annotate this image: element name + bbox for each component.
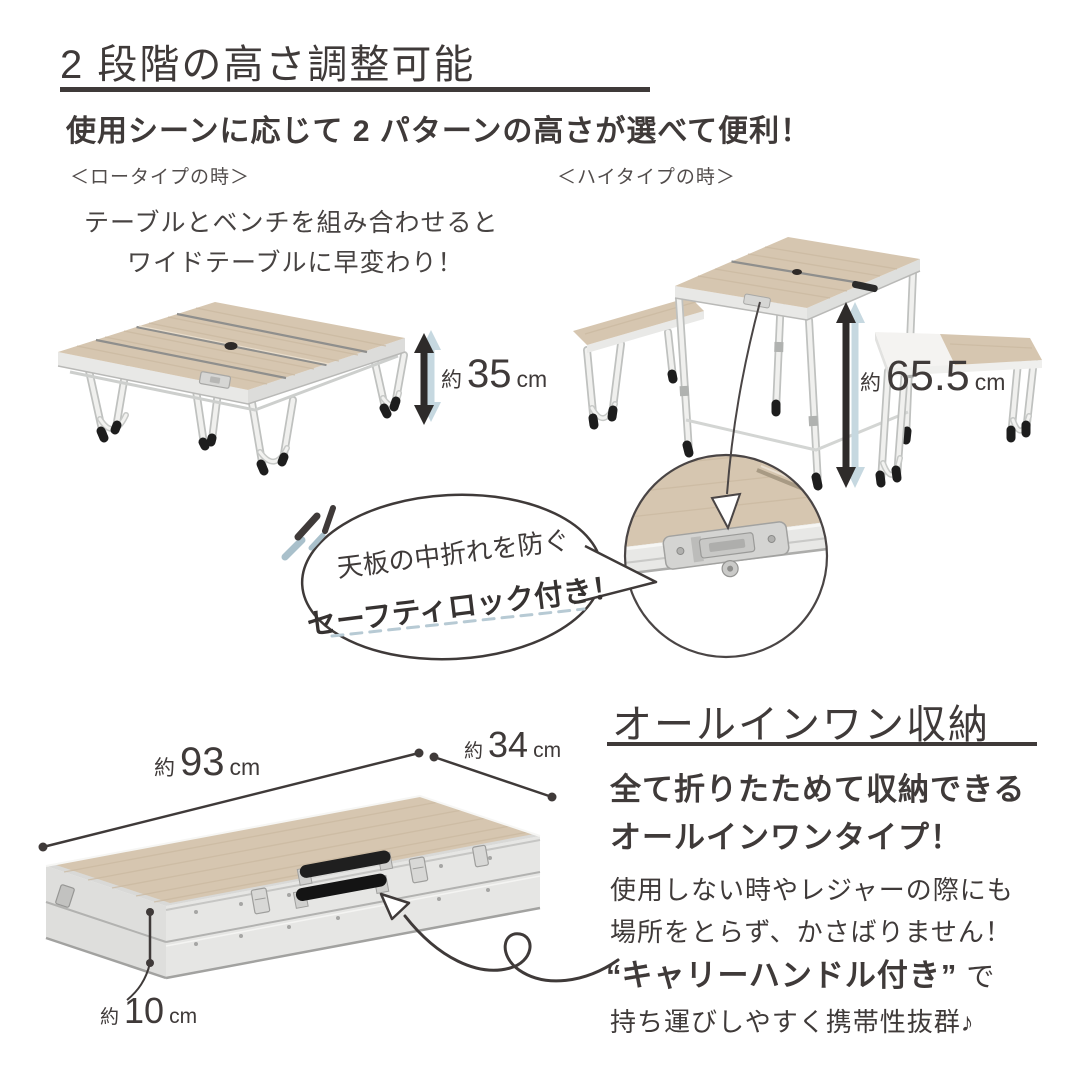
storage-lead-line1: 全て折りたためて収納できる [610, 772, 1026, 807]
case-depth-measurement: 約 34 cm [464, 724, 561, 766]
unit-label: cm [533, 739, 562, 762]
low-table-legs [88, 355, 404, 476]
case-height-value: 10 [124, 990, 165, 1031]
height-value: 65.5 [886, 352, 970, 400]
carry-handle-bottom [295, 873, 387, 902]
dimension-line-length [42, 751, 420, 849]
bubble-tail [573, 544, 658, 605]
carry-handle-arrow-icon [379, 892, 620, 983]
high-table-handle-slot [852, 280, 878, 293]
dimension-line-depth [433, 755, 553, 799]
unit-label: cm [516, 366, 548, 392]
storage-body-line2: 場所をとらず、かさばりません！ [610, 917, 1012, 947]
high-bench-left [573, 297, 704, 430]
length-value: 93 [180, 740, 225, 784]
approx-label: 約 [154, 757, 175, 780]
high-bench-right [875, 332, 1042, 488]
low-type-caption-line1: テーブルとベンチを組み合わせると [84, 209, 499, 237]
high-table-edge-left [675, 286, 807, 320]
case-dimension-lines [38, 748, 557, 1001]
storage-body-line3: 持ち運びしやすく携帯性抜群♪ [610, 1007, 975, 1037]
unit-label: cm [229, 754, 261, 780]
page-title: 2 段階の高さ調整可能 [60, 43, 476, 87]
high-table-latch [743, 293, 771, 309]
height-value: 35 [467, 352, 512, 396]
carry-handle-highlight-line: “ キャリーハンドル付き ” で [606, 950, 994, 995]
low-type-label: ＜ロータイプの時＞ [70, 167, 251, 188]
low-height-arrow-icon [414, 333, 434, 425]
storage-title-underline [607, 742, 1037, 746]
safety-lock-latch [662, 521, 790, 578]
storage-lead-line2: オールインワンタイプ！ [610, 820, 962, 855]
unit-label: cm [974, 369, 1006, 395]
low-table-wood-grain [76, 307, 387, 385]
bubble-dashed-underline [330, 607, 586, 638]
low-type-caption-line2: ワイドテーブルに早変わり！ [127, 249, 464, 277]
quote-close: ” [940, 958, 957, 993]
case-height-measurement: 約 10 cm [100, 990, 197, 1032]
approx-label: 約 [441, 369, 462, 392]
low-table-illustration [57, 302, 405, 476]
storage-body-line1: 使用しない時やレジャーの際にも [610, 875, 1014, 905]
low-table-edge-left [58, 352, 248, 404]
carry-handle-top [299, 850, 391, 878]
case-rivets [194, 856, 492, 946]
safety-lock-bubble-shape [281, 493, 658, 661]
storage-section-title: オールインワン収納 [612, 703, 990, 747]
high-height-measurement: 約 65.5 cm [860, 352, 1005, 401]
storage-case-illustration [45, 794, 541, 980]
depth-value: 34 [488, 724, 529, 765]
carry-handles [292, 850, 394, 909]
parasol-hole [224, 342, 238, 350]
low-table-underframe [69, 354, 399, 412]
low-height-measurement: 約 35 cm [441, 352, 547, 397]
carry-handle-suffix: で [966, 961, 995, 992]
low-table-edge-right [248, 338, 405, 404]
approx-label: 約 [100, 1007, 120, 1028]
carry-handle-text: キャリーハンドル付き [621, 958, 941, 993]
page-subtitle: 使用シーンに応じて 2 パターンの高さが選べて便利！ [66, 115, 812, 148]
quote-open: “ [606, 958, 622, 993]
case-length-measurement: 約 93 cm [154, 740, 260, 785]
parasol-hole-high [792, 269, 802, 275]
case-latches [55, 844, 489, 915]
lock-leader-line [726, 301, 761, 495]
unit-label: cm [169, 1005, 198, 1028]
title-underline [60, 87, 650, 92]
approx-label: 約 [860, 372, 881, 395]
low-table-latch [198, 371, 232, 389]
high-height-arrow-icon [836, 302, 856, 488]
approx-label: 約 [464, 741, 484, 762]
high-table-illustration [573, 237, 1042, 491]
emphasis-marks-icon [281, 505, 336, 561]
lock-closeup-circle [623, 453, 829, 659]
high-table-legs [679, 250, 913, 491]
lock-pointer-arrowhead-icon [710, 492, 742, 531]
high-type-label: ＜ハイタイプの時＞ [557, 167, 736, 188]
high-table-wood-grain [697, 246, 898, 299]
